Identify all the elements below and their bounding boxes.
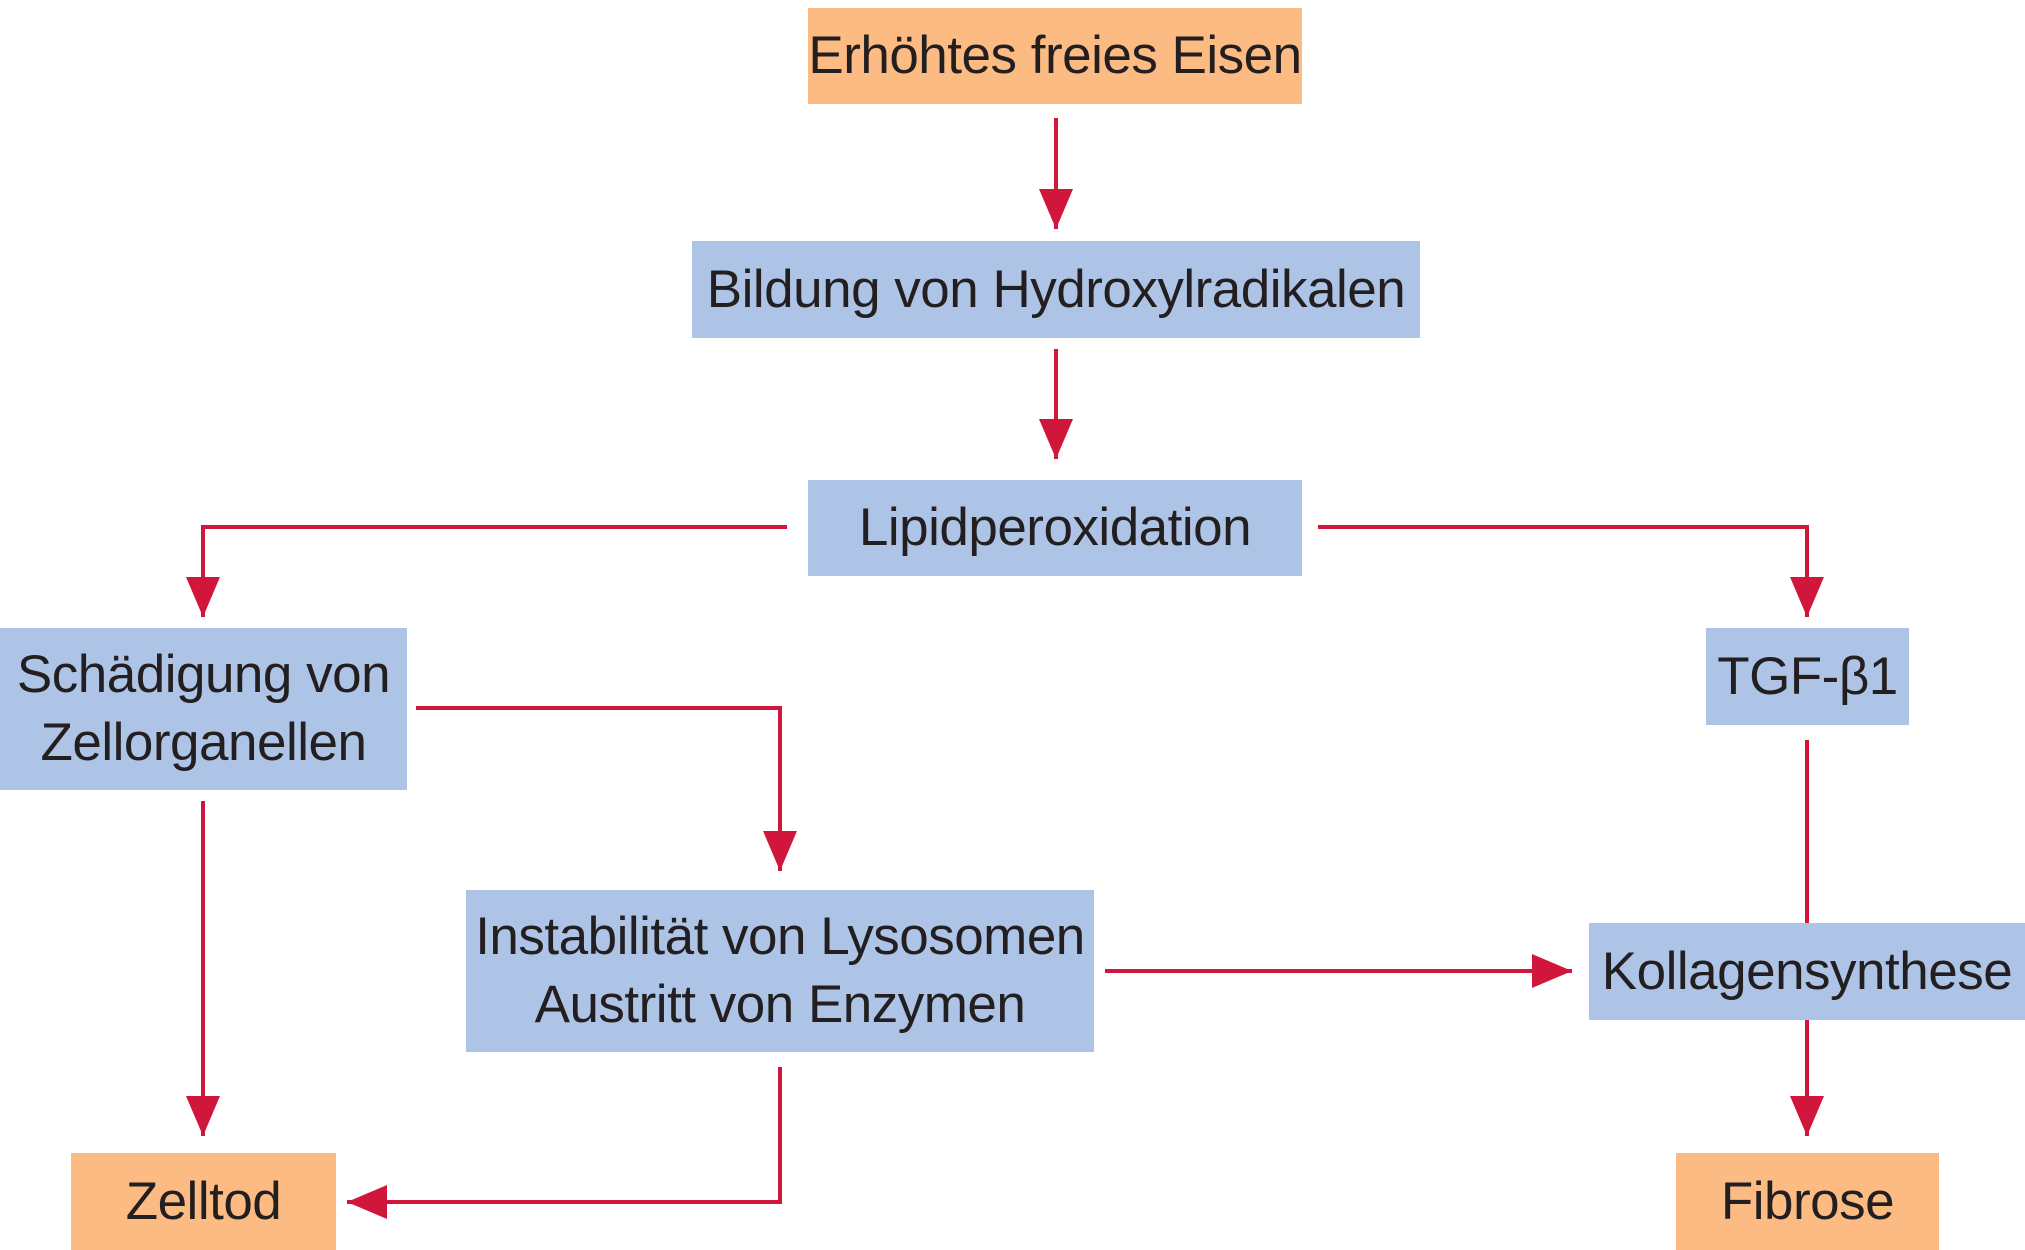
- node-kollagensynthese: Kollagensynthese: [1589, 923, 2025, 1020]
- node-label-line-2: Austritt von Enzymen: [534, 975, 1026, 1034]
- node-label-line-1: Instabilität von Lysosomen: [475, 907, 1085, 966]
- node-tgf-beta1: TGF-β1: [1706, 628, 1909, 725]
- node-schaedigung-zellorganellen: Schädigung von Zellorganellen: [0, 628, 407, 790]
- arrow-lipid-to-tgf: [1318, 525, 1824, 617]
- arrow-lipid-to-damage: [186, 525, 787, 617]
- node-label: Fibrose: [1720, 1171, 1895, 1231]
- node-label: TGF-β1: [1717, 646, 1898, 706]
- arrow-damage-to-lyso: [416, 706, 797, 871]
- node-label: Zelltod: [125, 1171, 282, 1231]
- arrow-lyso-to-zelltod: [347, 1067, 782, 1219]
- node-label: Erhöhtes freies Eisen: [808, 26, 1302, 85]
- node-label-line-2: Zellorganellen: [40, 713, 367, 772]
- node-zelltod: Zelltod: [71, 1153, 336, 1250]
- node-instabilitaet-lysosomen: Instabilität von Lysosomen Austritt von …: [466, 890, 1094, 1052]
- node-fibrose: Fibrose: [1676, 1153, 1939, 1250]
- node-erhoehtes-freies-eisen: Erhöhtes freies Eisen: [808, 8, 1302, 104]
- node-label: Kollagensynthese: [1601, 941, 2013, 1001]
- node-bildung-hydroxylradikale: Bildung von Hydroxylradikalen: [692, 241, 1420, 338]
- node-label-line-1: Schädigung von: [16, 645, 391, 704]
- node-lipidperoxidation: Lipidperoxidation: [808, 480, 1302, 576]
- node-label: Lipidperoxidation: [858, 498, 1252, 557]
- node-label: Bildung von Hydroxylradikalen: [706, 259, 1406, 319]
